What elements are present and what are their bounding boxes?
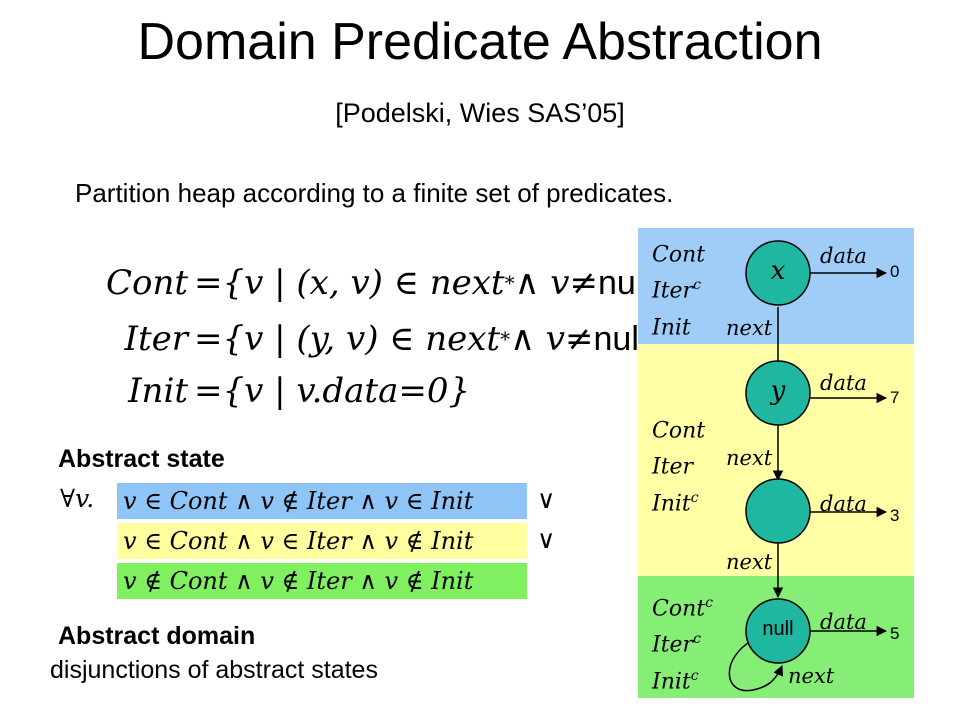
abstract-state-row-2: v ∈ Cont ∧ v ∈ Iter ∧ v ∉ Init (117, 523, 527, 559)
citation: [Podelski, Wies SAS’05] (335, 98, 625, 128)
def-prefix: {v | (x, v) ∈ next (222, 263, 505, 303)
subtitle: Partition heap according to a finite set… (75, 178, 674, 208)
node-null (745, 598, 811, 664)
abstract-domain-description: disjunctions of abstract states (50, 656, 378, 684)
predicate: Iter (652, 454, 694, 480)
data-value: 7 (890, 388, 900, 407)
def-name: Init (128, 371, 188, 411)
def-star: * (504, 271, 515, 295)
predicate: Init (652, 668, 691, 694)
predicate: Init (652, 314, 691, 340)
predicate: Iter (652, 632, 694, 658)
data-value: 5 (890, 624, 900, 643)
definition-iter: Iter = {v | (y, v) ∈ next * ∧ v≠ null } (58, 314, 669, 364)
complement-mark: c (705, 595, 713, 611)
def-eq: = (194, 263, 223, 303)
data-edge-label: data (820, 244, 867, 268)
heap-diagram-svg (638, 228, 914, 698)
predicate: Cont (652, 596, 706, 622)
band-green-label: Contc Iterc Initc (652, 588, 713, 697)
disjunction-symbol: ∨ (537, 525, 556, 554)
forall-quantifier: ∀v. (60, 484, 95, 513)
def-null: null (593, 319, 647, 358)
slide-title: Domain Predicate Abstraction (137, 13, 823, 71)
next-edge-label: next (788, 664, 835, 688)
self-loop-edge (728, 639, 784, 692)
node-label-x: x (770, 256, 786, 286)
complement-mark: c (690, 489, 699, 506)
definition-cont: Cont = {v | (x, v) ∈ next * ∧ v≠ null } (58, 258, 673, 308)
next-edge-label: next (726, 550, 773, 574)
predicate: Cont (652, 418, 706, 444)
node-unnamed (745, 478, 811, 544)
predicate: Init (652, 490, 691, 516)
band-blue-label: Cont Iterc Init (652, 234, 705, 343)
heap-diagram: Cont Iterc Init Cont Iter Initc Contc It… (638, 228, 914, 698)
def-eq: = (194, 319, 223, 359)
abstract-domain-label: Abstract domain (58, 622, 256, 650)
def-name: Cont (105, 263, 188, 303)
def-name: Iter (124, 319, 188, 359)
node-y (745, 360, 811, 426)
complement-mark: c (690, 667, 699, 684)
def-prefix: {v | (y, v) ∈ next (222, 319, 501, 359)
node-x (745, 240, 811, 306)
data-edge-label: data (820, 492, 867, 516)
def-prefix: {v | v.data=0} (222, 371, 471, 411)
def-middle: ∧ v≠ (510, 319, 594, 359)
definition-init: Init = {v | v.data=0} (58, 366, 470, 416)
data-edge-label: data (820, 610, 867, 634)
data-value: 3 (890, 506, 900, 525)
node-label-y: y (770, 376, 786, 406)
abstract-state-row-3: v ∉ Cont ∧ v ∉ Iter ∧ v ∉ Init (117, 563, 527, 599)
abstract-state-row-1: v ∈ Cont ∧ v ∉ Iter ∧ v ∈ Init (117, 483, 527, 519)
complement-mark: c (693, 631, 701, 648)
abstract-state-label: Abstract state (58, 445, 225, 473)
node-label-null: null (762, 618, 794, 640)
data-edge-label: data (820, 371, 867, 395)
def-middle: ∧ v≠ (514, 263, 598, 303)
predicate: Cont (652, 242, 706, 268)
next-edge-label: next (726, 316, 773, 340)
band-yellow-label: Cont Iter Initc (652, 410, 705, 519)
def-eq: = (194, 371, 223, 411)
complement-mark: c (693, 277, 701, 294)
disjunction-symbol: ∨ (537, 485, 556, 514)
next-edge-label: next (726, 446, 773, 470)
def-star: * (500, 327, 511, 351)
predicate: Iter (652, 278, 694, 304)
data-value: 0 (890, 262, 900, 281)
